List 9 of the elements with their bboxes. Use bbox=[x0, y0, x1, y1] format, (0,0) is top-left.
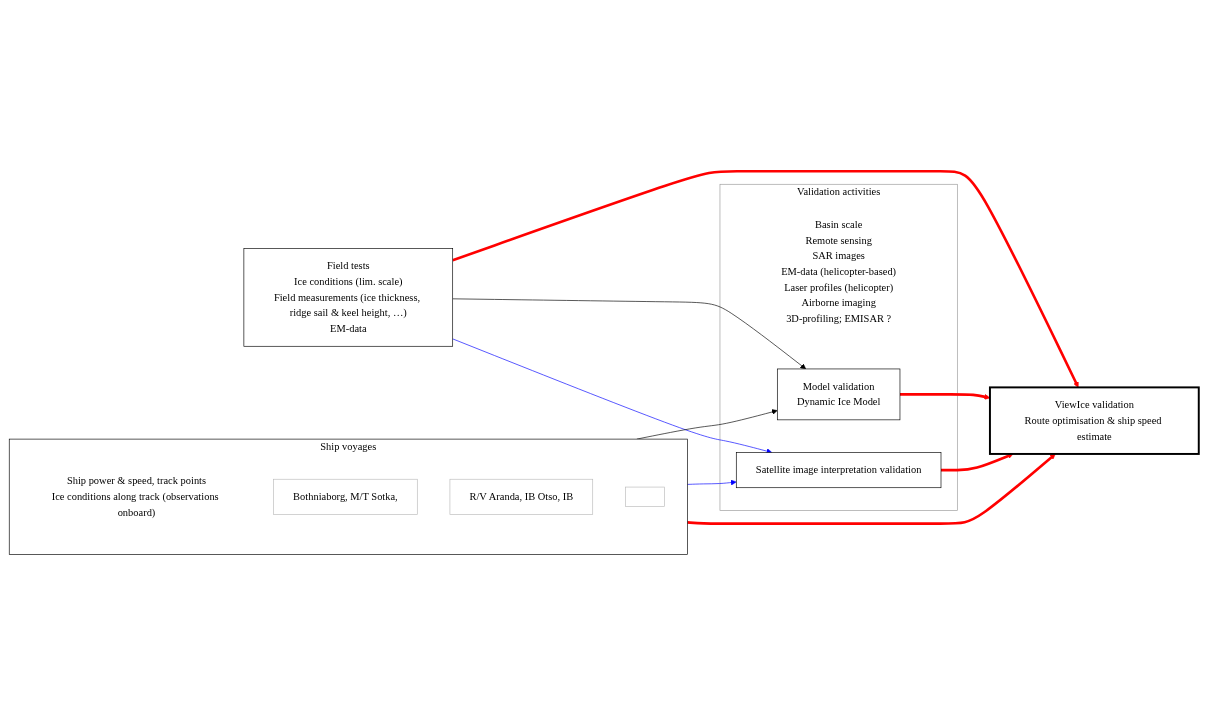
node-box: R/V Aranda, IB Otso, IB bbox=[449, 479, 593, 515]
node-box bbox=[624, 486, 665, 508]
node-box: Bothniaborg, M/T Sotka, bbox=[272, 479, 418, 515]
node-box: ViewIce validation Route optimisation & ship speed estimate bbox=[988, 386, 1200, 455]
arrow bbox=[899, 393, 990, 400]
node-box: Satellite image interpretation validation bbox=[735, 452, 941, 489]
node-box: Field tests Ice conditions (lim. scale) Field measurements (ice thickness, ridge sail & keel height, …) EM-data bbox=[243, 248, 453, 347]
arrow bbox=[940, 453, 1013, 472]
node-box: Model validation Dynamic Ice Model bbox=[776, 368, 900, 421]
